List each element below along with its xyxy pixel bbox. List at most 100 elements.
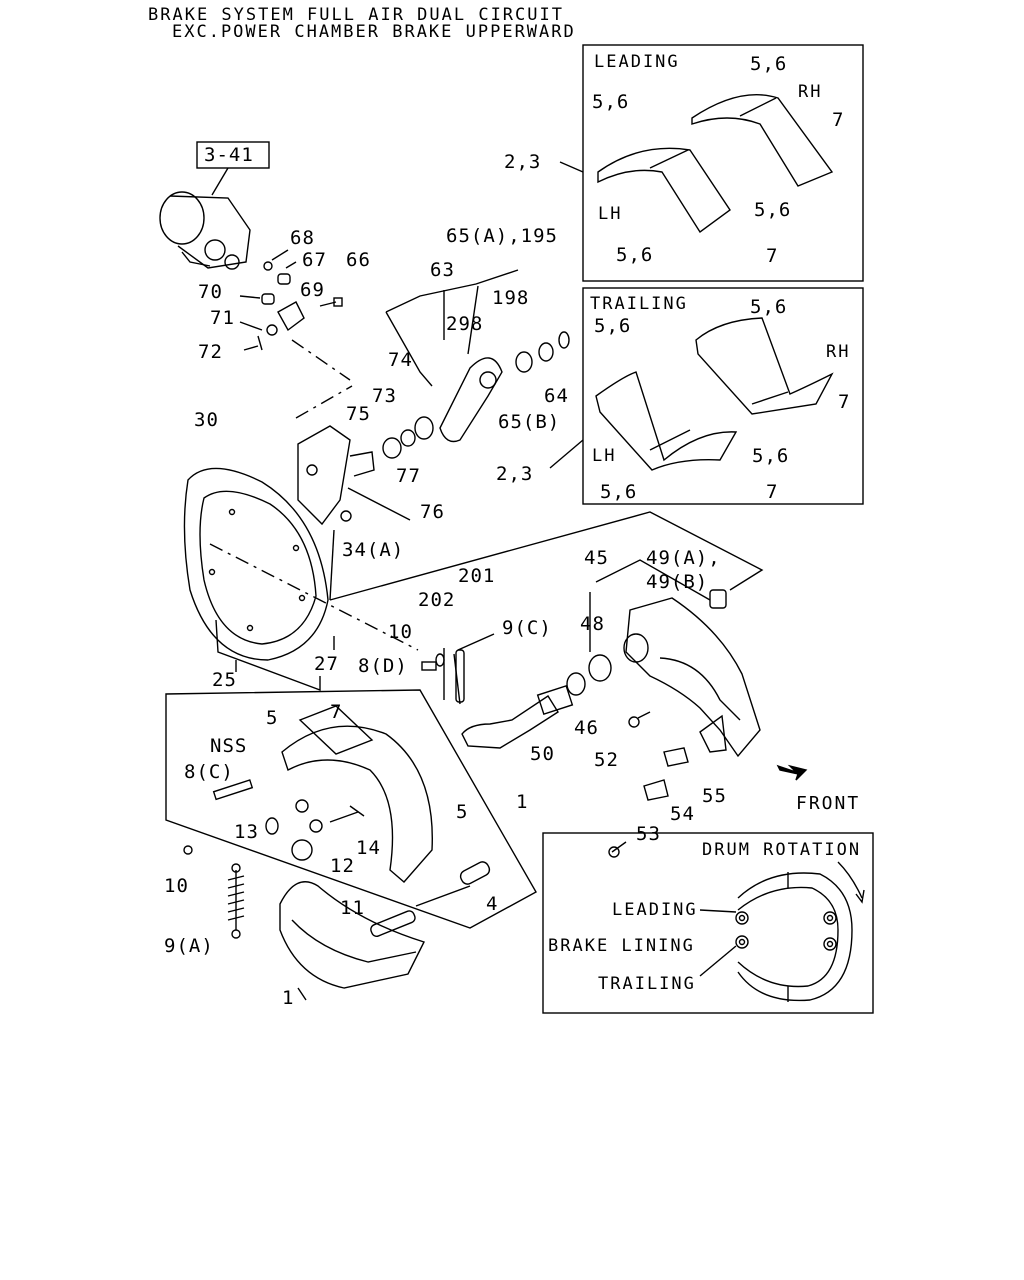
trailing-label: RH	[826, 342, 851, 362]
ref-box-frame	[196, 141, 270, 169]
seal-48	[588, 654, 612, 682]
pin-11	[370, 910, 416, 937]
callout-11: 11	[340, 897, 365, 919]
callout-70: 70	[198, 281, 223, 303]
callout-13: 13	[234, 821, 259, 843]
drum-leading-label: LEADING	[612, 900, 698, 920]
callout-nss: NSS	[210, 735, 248, 757]
brake-chamber	[159, 191, 251, 270]
leading-panel-frame	[582, 44, 864, 282]
trailing-label: 5,6	[752, 445, 790, 467]
trailing-lining-rh	[695, 317, 834, 415]
callout-25: 25	[212, 669, 237, 691]
leading-label: RH	[798, 82, 823, 102]
ref-box-label: 3-41	[204, 144, 254, 166]
leading-label: 5,6	[616, 244, 654, 266]
spring-9c	[455, 649, 465, 703]
callout-71: 71	[210, 307, 235, 329]
callout-27: 27	[314, 653, 339, 675]
drum-rotation-frame	[542, 832, 874, 1014]
callout-49a: 49(A),	[646, 547, 721, 569]
leading-label: 7	[766, 245, 779, 267]
front-label: FRONT	[796, 793, 861, 814]
return-spring	[227, 863, 245, 939]
callout-9c: 9(C)	[502, 617, 552, 639]
callout-30: 30	[194, 409, 219, 431]
callout-67: 67	[302, 249, 327, 271]
callout-49b: 49(B)	[646, 571, 709, 593]
leading-lining-rh	[691, 94, 834, 187]
front-arrow	[776, 764, 808, 781]
callout-76: 76	[420, 501, 445, 523]
callout-77: 77	[396, 465, 421, 487]
callout-10-upper: 10	[388, 621, 413, 643]
shoe-assembly-frame	[165, 689, 537, 929]
drum-rotation-illustration	[735, 861, 865, 1002]
washer-46	[566, 672, 586, 696]
trailing-heading: TRAILING	[590, 294, 688, 314]
spider-bracket	[623, 597, 761, 758]
callout-7: 7	[330, 701, 343, 723]
slack-adjuster	[439, 357, 503, 443]
callout-69: 69	[300, 279, 325, 301]
callout-10-lower: 10	[164, 875, 189, 897]
callout-8d: 8(D)	[358, 655, 408, 677]
callout-65b: 65(B)	[498, 411, 561, 433]
trailing-label: 5,6	[750, 296, 788, 318]
dust-shield	[183, 467, 329, 661]
callout-66: 66	[346, 249, 371, 271]
roller-4	[459, 861, 491, 885]
callout-201: 201	[458, 565, 496, 587]
trailing-label: 7	[838, 391, 851, 413]
trailing-label: 5,6	[594, 315, 632, 337]
brake-shoe-upper	[281, 705, 433, 883]
leading-label: 7	[832, 109, 845, 131]
trailing-label: 2,3	[496, 463, 534, 485]
trailing-label: LH	[592, 446, 617, 466]
leading-lining-lh	[597, 147, 731, 234]
leading-label: 5,6	[750, 53, 788, 75]
callout-72: 72	[198, 341, 223, 363]
chamber-bracket	[297, 416, 434, 526]
trailing-lining-lh	[595, 371, 738, 471]
callout-8c: 8(C)	[184, 761, 234, 783]
callout-75: 75	[346, 403, 371, 425]
drum-trailing-label: TRAILING	[598, 974, 696, 994]
leading-label: 5,6	[592, 91, 630, 113]
leading-heading: LEADING	[594, 52, 680, 72]
callout-9a: 9(A)	[164, 935, 214, 957]
callout-14: 14	[356, 837, 381, 859]
bushing-49	[709, 589, 727, 609]
washers-64-65	[515, 331, 570, 373]
callout-34a: 34(A)	[342, 539, 405, 561]
leading-label: LH	[598, 204, 623, 224]
callout-4: 4	[486, 893, 499, 915]
trailing-label: 5,6	[600, 481, 638, 503]
callout-50: 50	[530, 743, 555, 765]
callout-54: 54	[670, 803, 695, 825]
callout-5-right: 5	[456, 801, 469, 823]
callout-198: 198	[492, 287, 530, 309]
callout-12: 12	[330, 855, 355, 877]
diagram-title-line1: BRAKE SYSTEM FULL AIR DUAL CIRCUIT	[148, 5, 564, 25]
callout-45: 45	[584, 547, 609, 569]
callout-1-lower: 1	[282, 987, 295, 1009]
drum-brake-lining-label: BRAKE LINING	[548, 936, 695, 956]
callout-68: 68	[290, 227, 315, 249]
brake-shoe-lower	[279, 881, 425, 989]
trailing-panel-frame	[582, 287, 864, 505]
callout-1-upper: 1	[516, 791, 529, 813]
callout-202: 202	[418, 589, 456, 611]
callout-48: 48	[580, 613, 605, 635]
leading-label: 5,6	[754, 199, 792, 221]
callout-5-upper: 5	[266, 707, 279, 729]
small-fasteners	[239, 249, 343, 351]
diagram-title-line2: EXC.POWER CHAMBER BRAKE UPPERWARD	[172, 22, 576, 42]
callout-73: 73	[372, 385, 397, 407]
callout-53: 53	[636, 823, 661, 845]
callout-46: 46	[574, 717, 599, 739]
callout-74: 74	[388, 349, 413, 371]
callout-298: 298	[446, 313, 484, 335]
callout-55: 55	[702, 785, 727, 807]
